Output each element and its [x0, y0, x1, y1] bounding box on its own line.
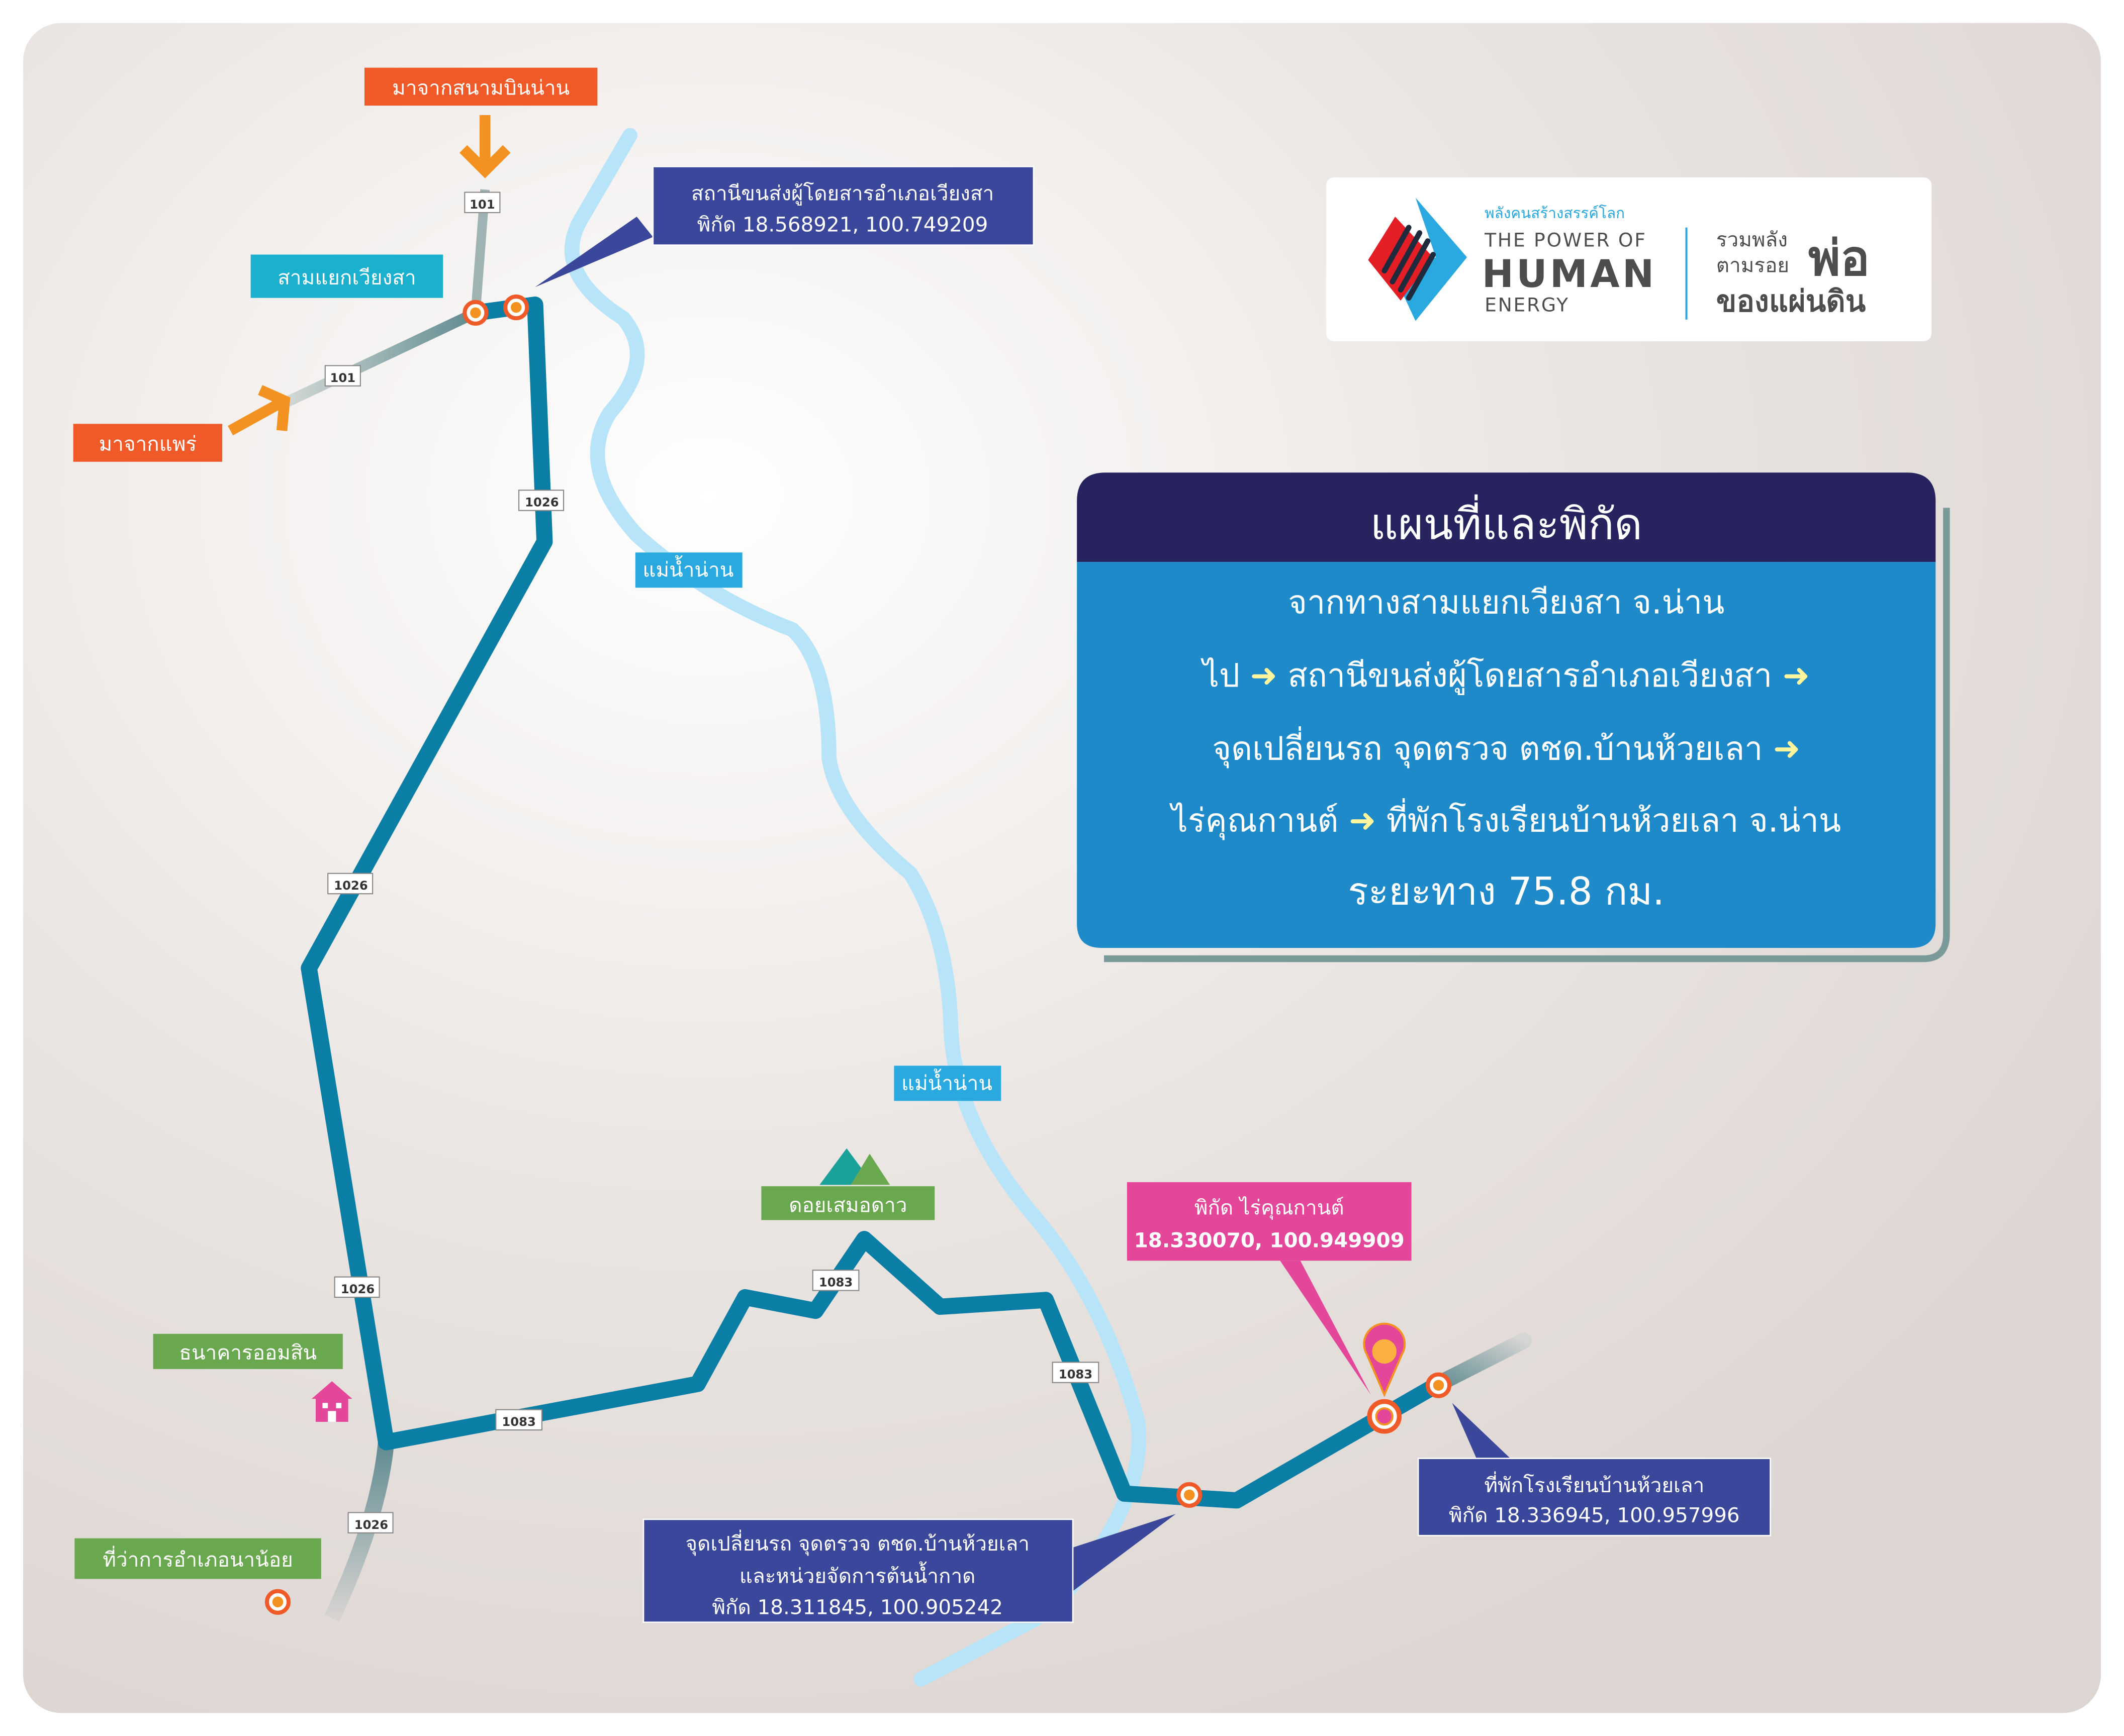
brand-logo: พลังคนสร้างสรรค์โลก THE POWER OF HUMAN E… — [1326, 177, 1932, 341]
farm-name: พิกัด ไร่คุณกานต์ — [1194, 1196, 1344, 1220]
node-checkpoint-icon — [1176, 1482, 1203, 1508]
shield-label: 1026 — [525, 495, 559, 510]
doi-label-bg — [761, 1186, 935, 1220]
farm-callout — [1127, 1182, 1412, 1261]
bank-house-icon — [311, 1381, 352, 1422]
shield-label: 1026 — [341, 1282, 375, 1296]
node-junction-icon — [463, 300, 489, 326]
road-shields: 101 101 1026 1026 1026 1026 1083 1083 10… — [324, 191, 1099, 1533]
callout-pointer — [1043, 1514, 1176, 1591]
logo-thai-tagline: พลังคนสร้างสรรค์โลก — [1485, 204, 1625, 222]
checkpoint-line2: และหน่วยจัดการต้นน้ำกาด — [740, 1562, 975, 1588]
shield-1026: 1026 — [334, 1276, 380, 1298]
shield-1026: 1026 — [518, 490, 565, 511]
from-phrae-label: มาจากแพร่ — [99, 432, 197, 456]
checkpoint-line1: จุดเปลี่ยนรถ จุดตรวจ ตชด.บ้านห้วยเลา — [685, 1529, 1029, 1556]
logo-line1: THE POWER OF — [1484, 229, 1647, 251]
shield-1026: 1026 — [327, 873, 374, 895]
bank-label: ธนาคารออมสิน — [179, 1340, 317, 1365]
panel-line2: ไป ➜ สถานีขนส่งผู้โดยสารอำเภอเวียงสา ➜ — [1200, 657, 1809, 695]
nan-river — [564, 128, 1147, 1687]
station-callout — [652, 166, 1035, 246]
school-callout — [1417, 1458, 1771, 1536]
junction-label: สามแยกเวียงสา — [278, 265, 416, 290]
doi-label: ดอยเสมอดาว — [789, 1193, 907, 1217]
school-coords: พิกัด 18.336945, 100.957996 — [1449, 1503, 1740, 1527]
from-phrae-label-bg — [73, 424, 223, 462]
shield-1083: 1083 — [1052, 1362, 1099, 1383]
node-school-icon — [1425, 1372, 1452, 1398]
logo-right-big: พ่อ — [1808, 230, 1870, 286]
junction-label-bg — [250, 254, 443, 298]
bank-label-bg — [153, 1333, 343, 1369]
callout-pointer — [535, 217, 653, 287]
logo-line2: HUMAN — [1482, 252, 1657, 296]
logo-line3: ENERGY — [1485, 294, 1569, 316]
road-101-southwest — [275, 308, 478, 412]
shield-1083: 1083 — [495, 1409, 542, 1431]
info-panel: แผนที่และพิกัด จากทางสามแยกเวียงสา จ.น่า… — [1077, 472, 1950, 962]
river-label: แม่น้ำน่าน — [642, 555, 733, 582]
shield-1083: 1083 — [812, 1270, 860, 1291]
map-pin-icon — [1363, 1322, 1406, 1398]
logo-right3: ของแผ่นดิน — [1716, 284, 1866, 319]
location-nodes — [264, 294, 1452, 1615]
checkpoint-callout — [642, 1518, 1074, 1623]
arrow-northeast-icon — [228, 385, 291, 436]
arrow-down-icon — [459, 115, 511, 178]
callout-pointer — [1452, 1403, 1511, 1459]
hands-logo-icon — [1368, 198, 1467, 321]
shield-label: 101 — [330, 370, 356, 385]
road-1083-east — [1427, 1332, 1532, 1394]
river-label-bg — [635, 552, 743, 588]
river-label-bg — [894, 1066, 1001, 1101]
shield-label: 101 — [470, 197, 495, 212]
node-farm-icon — [1367, 1399, 1402, 1434]
shield-101: 101 — [464, 191, 501, 214]
school-name: ที่พักโรงเรียนบ้านห้วยเลา — [1484, 1471, 1704, 1497]
shield-label: 1026 — [354, 1517, 388, 1532]
mountain-icon — [819, 1148, 890, 1185]
shield-label: 1026 — [334, 878, 367, 893]
node-district-icon — [264, 1589, 291, 1615]
station-name: สถานีขนส่งผู้โดยสารอำเภอเวียงสา — [691, 181, 994, 206]
river-label: แม่น้ำน่าน — [901, 1069, 992, 1095]
station-coords: พิกัด 18.568921, 100.749209 — [697, 213, 988, 237]
panel-title: แผนที่และพิกัด — [1370, 494, 1642, 549]
logo-right1: รวมพลัง — [1716, 227, 1788, 251]
panel-line4: ไร่คุณกานต์ ➜ ที่พักโรงเรียนบ้านห้วยเลา … — [1169, 798, 1841, 840]
panel-distance: ระยะทาง 75.8 กม. — [1348, 870, 1665, 914]
node-station-icon — [503, 294, 529, 321]
from-airport-label-bg — [364, 67, 598, 106]
logo-right2: ตามรอย — [1716, 253, 1789, 277]
from-airport-label: มาจากสนามบินน่าน — [392, 76, 570, 100]
farm-coords: 18.330070, 100.949909 — [1134, 1228, 1405, 1252]
district-label-bg — [74, 1538, 321, 1579]
shield-label: 1083 — [819, 1275, 853, 1290]
panel-line1: จากทางสามแยกเวียงสา จ.น่าน — [1288, 584, 1724, 621]
panel-line3: จุดเปลี่ยนรถ จุดตรวจ ตชด.บ้านห้วยเลา ➜ — [1212, 726, 1800, 768]
checkpoint-coords: พิกัด 18.311845, 100.905242 — [712, 1595, 1003, 1619]
shield-label: 1083 — [502, 1414, 535, 1429]
district-office-label: ที่ว่าการอำเภอนาน้อย — [103, 1546, 293, 1572]
shield-label: 1083 — [1059, 1367, 1092, 1382]
shield-1026: 1026 — [347, 1512, 394, 1533]
shield-101: 101 — [324, 365, 361, 387]
